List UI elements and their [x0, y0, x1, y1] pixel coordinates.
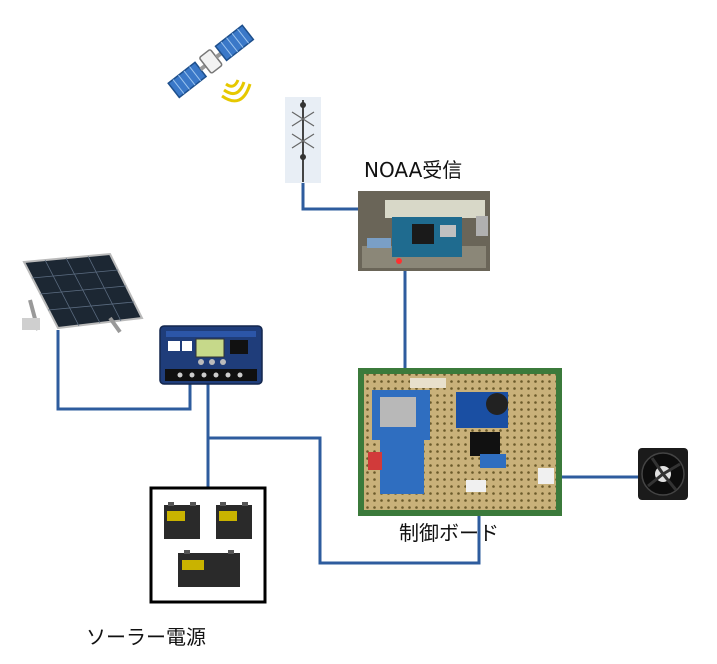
wire-panel-controller — [56, 330, 192, 411]
wire-controller-board — [208, 436, 481, 565]
control-board-photo — [358, 368, 562, 516]
solar-power-label: ソーラー電源 — [86, 625, 206, 649]
battery-icon — [164, 502, 252, 587]
wire-antenna-receiver — [301, 180, 358, 211]
antenna-icon — [285, 97, 321, 183]
sdr-receiver-photo — [358, 191, 490, 271]
solar-panel-icon — [22, 252, 144, 334]
noaa-label: NOAA受信 — [364, 158, 462, 182]
wires — [56, 180, 638, 565]
satellite-icon — [167, 24, 255, 99]
control-board-label: 制御ボード — [399, 521, 499, 545]
signal-waves-icon — [221, 79, 252, 103]
charge-controller-icon — [159, 325, 263, 385]
fan-icon — [638, 448, 688, 500]
